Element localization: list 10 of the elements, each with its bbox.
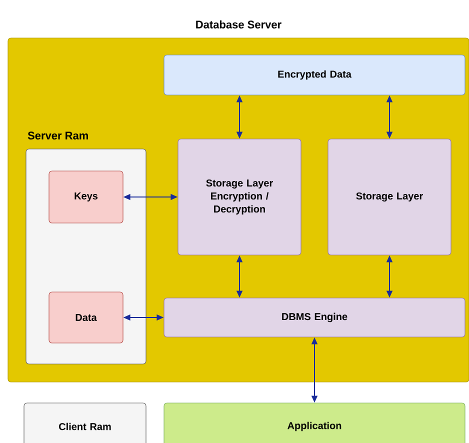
process-box: Storage Layer: [328, 138, 452, 256]
node-label: Database Server: [196, 20, 282, 28]
process-box: Storage Layer Encryption / Decryption: [178, 138, 302, 256]
application-box: Application: [164, 402, 466, 443]
process-box: DBMS Engine: [164, 298, 466, 338]
process-box: Data: [48, 292, 124, 344]
process-box: Encrypted Data: [164, 54, 466, 96]
memory-box: Client Ram: [24, 402, 146, 443]
process-box: Keys: [48, 170, 124, 224]
node-label: Server Ram: [28, 132, 88, 140]
